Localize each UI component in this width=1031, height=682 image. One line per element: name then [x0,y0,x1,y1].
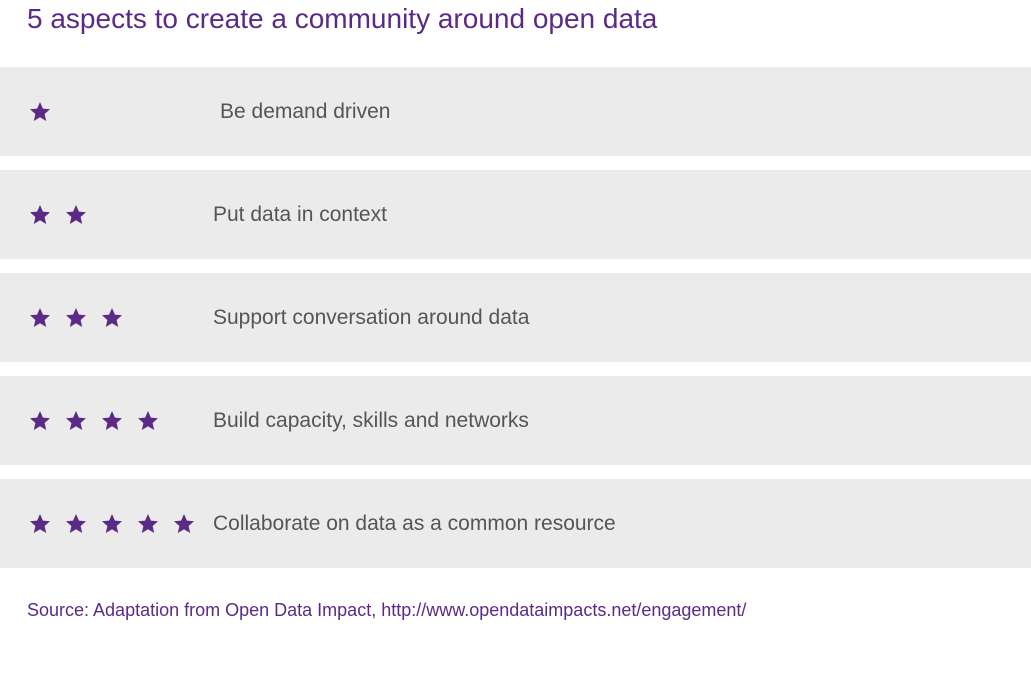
aspects-list: Be demand driven Put data in context Sup… [0,67,1031,582]
star-icon [64,512,88,536]
list-item: Build capacity, skills and networks [0,376,1031,465]
star-rating [28,273,136,362]
star-rating [28,170,100,259]
aspect-label: Support conversation around data [213,306,530,329]
star-icon [136,409,160,433]
list-item: Collaborate on data as a common resource [0,479,1031,568]
star-icon [64,306,88,330]
star-icon [136,512,160,536]
star-icon [100,306,124,330]
list-item: Be demand driven [0,67,1031,156]
aspect-label: Build capacity, skills and networks [213,409,529,432]
star-icon [28,100,52,124]
star-icon [28,203,52,227]
star-icon [172,512,196,536]
star-icon [100,512,124,536]
star-rating [28,479,208,568]
list-item: Support conversation around data [0,273,1031,362]
star-icon [64,409,88,433]
star-rating [28,376,172,465]
aspect-label: Be demand driven [220,100,391,123]
source-note: Source: Adaptation from Open Data Impact… [27,600,747,620]
star-icon [100,409,124,433]
page-title: 5 aspects to create a community around o… [27,3,658,34]
star-icon [64,203,88,227]
list-item: Put data in context [0,170,1031,259]
star-icon [28,306,52,330]
star-icon [28,409,52,433]
star-icon [28,512,52,536]
aspect-label: Collaborate on data as a common resource [213,512,616,535]
star-rating [28,67,64,156]
aspect-label: Put data in context [213,203,387,226]
